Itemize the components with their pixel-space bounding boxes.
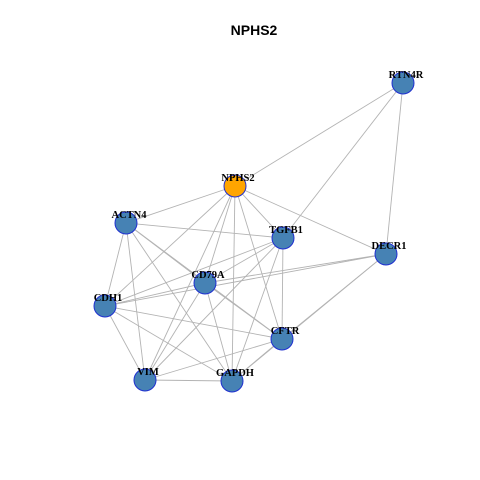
edge-vim-gapdh: [144, 379, 233, 382]
node-label-nphs2: NPHS2: [221, 173, 254, 184]
node-label-cdh1: CDH1: [94, 293, 123, 304]
edge-nphs2-tgfb1: [234, 185, 284, 239]
edge-nphs2-vim: [144, 185, 236, 381]
node-vim: VIM: [133, 367, 159, 392]
edge-actn4-vim: [125, 222, 146, 381]
edge-tgfb1-cftr: [281, 237, 284, 340]
edge-tgfb1-cd79a: [204, 237, 284, 284]
node-label-actn4: ACTN4: [111, 210, 147, 221]
node-circle-vim: [133, 368, 157, 392]
node-circle-cdh1: [93, 294, 117, 318]
node-cd79a: CD79A: [191, 270, 225, 295]
edge-cd79a-gapdh: [204, 282, 233, 382]
node-rtn4r: RTN4R: [389, 70, 424, 95]
node-circle-actn4: [114, 211, 138, 235]
node-circle-rtn4r: [391, 71, 415, 95]
edge-actn4-gapdh: [125, 222, 233, 382]
edge-nphs2-cftr: [234, 185, 283, 340]
edge-cdh1-cftr: [104, 305, 283, 340]
node-circle-cd79a: [193, 271, 217, 295]
node-gapdh: GAPDH: [216, 368, 254, 393]
edge-tgfb1-gapdh: [231, 237, 284, 382]
edge-rtn4r-tgfb1: [282, 82, 404, 239]
node-nphs2: NPHS2: [221, 173, 255, 198]
edge-layer: [104, 82, 404, 382]
edge-nphs2-rtn4r: [234, 82, 404, 187]
node-label-vim: VIM: [137, 367, 159, 378]
edge-nphs2-cdh1: [104, 185, 236, 307]
node-label-gapdh: GAPDH: [216, 368, 254, 379]
edge-actn4-cdh1: [104, 222, 127, 307]
node-cftr: CFTR: [270, 326, 300, 351]
node-tgfb1: TGFB1: [269, 225, 303, 250]
node-circle-decr1: [374, 242, 398, 266]
node-circle-gapdh: [220, 369, 244, 393]
edge-cdh1-vim: [104, 305, 146, 381]
edge-actn4-tgfb1: [125, 222, 284, 239]
edge-cdh1-gapdh: [104, 305, 233, 382]
node-circle-tgfb1: [271, 226, 295, 250]
edge-decr1-cdh1: [104, 253, 387, 307]
edge-cftr-vim: [144, 338, 283, 381]
node-label-decr1: DECR1: [371, 241, 406, 252]
edge-cd79a-cftr: [204, 282, 283, 340]
node-actn4: ACTN4: [111, 210, 147, 235]
edge-cd79a-vim: [144, 282, 206, 381]
node-decr1: DECR1: [371, 241, 407, 266]
edge-tgfb1-vim: [144, 237, 284, 381]
edge-nphs2-cd79a: [204, 185, 236, 284]
node-label-cd79a: CD79A: [191, 270, 225, 281]
edge-nphs2-gapdh: [231, 185, 236, 382]
node-cdh1: CDH1: [93, 293, 123, 318]
edge-nphs2-decr1: [234, 185, 387, 255]
node-circle-cftr: [270, 327, 294, 351]
edge-nphs2-actn4: [125, 185, 236, 224]
edge-rtn4r-decr1: [385, 82, 404, 255]
node-label-rtn4r: RTN4R: [389, 70, 424, 81]
edge-cd79a-cdh1: [104, 282, 206, 307]
edge-tgfb1-cdh1: [104, 237, 284, 307]
graph-title: NPHS2: [231, 22, 278, 38]
node-label-cftr: CFTR: [271, 326, 300, 337]
edge-decr1-cd79a: [204, 253, 387, 284]
node-label-tgfb1: TGFB1: [269, 225, 303, 236]
node-circle-nphs2: [223, 174, 247, 198]
